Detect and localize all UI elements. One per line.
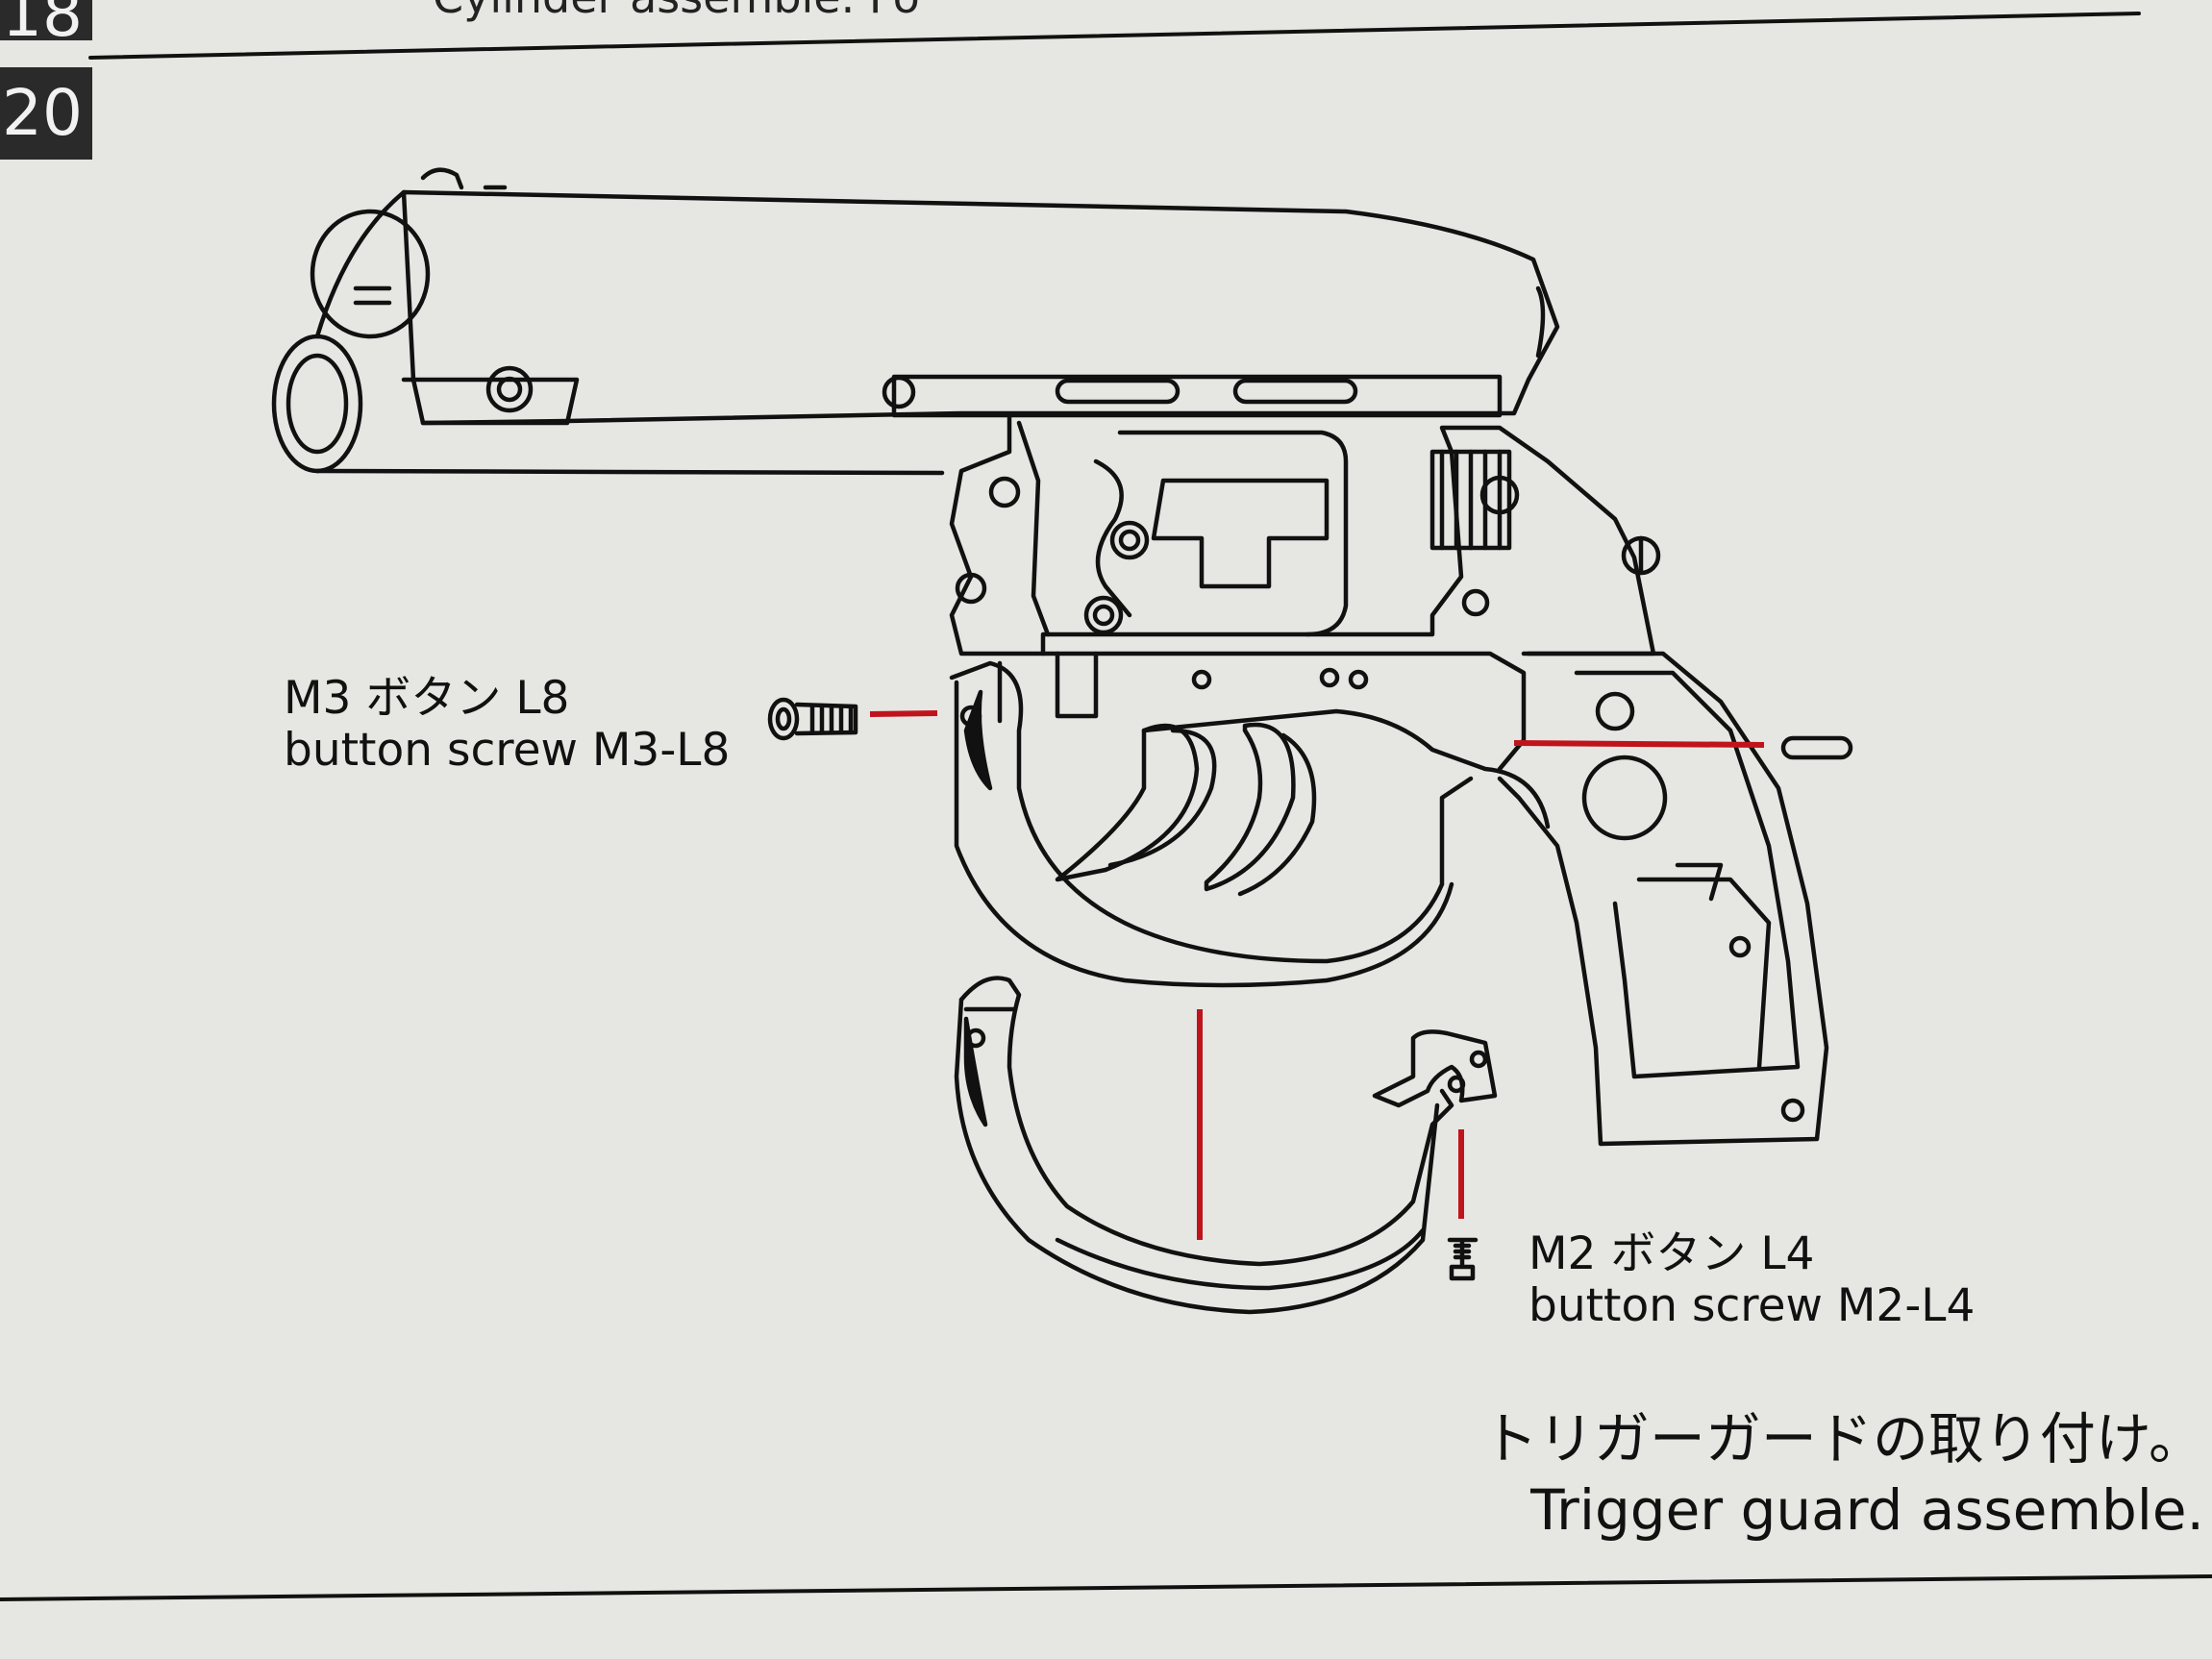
header-rule: [88, 12, 2141, 60]
pin-guide-line: [1513, 740, 1765, 748]
m3-screw-label-en: button screw M3-L8: [284, 724, 731, 777]
m3-screw-guide-line: [869, 710, 938, 717]
m3-screw-label: M3 ボタン L8 button screw M3-L8: [284, 673, 730, 777]
step-caption-en: Trigger guard assemble.: [1530, 1477, 2204, 1543]
step-caption: トリガーガードの取り付け。 Trigger guard assemble.: [1482, 1403, 2204, 1546]
page-number: 20: [0, 67, 92, 160]
revolver-frame-drawing: [271, 167, 1829, 1147]
m2-screw-label-en: button screw M2-L4: [1529, 1279, 1976, 1332]
footer-rule: [0, 1574, 2212, 1601]
trigger-guard-installed: [949, 660, 1551, 988]
m3-screw-icon: [767, 697, 858, 741]
m2-screw-label-jp: M2 ボタン L4: [1529, 1227, 1815, 1280]
pin-icon: [1780, 735, 1853, 760]
m3-screw-label-jp: M3 ボタン L8: [284, 672, 570, 725]
m2-screw-icon: [1447, 1237, 1479, 1281]
trigger-guard-part: [954, 976, 1498, 1315]
step-caption-jp: トリガーガードの取り付け。: [1481, 1406, 2204, 1472]
previous-page-number: 18: [0, 0, 92, 40]
m2-screw-label: M2 ボタン L4 button screw M2-L4: [1529, 1228, 1975, 1332]
section-header-text: Cylinder assemble. Fo: [433, 0, 920, 23]
